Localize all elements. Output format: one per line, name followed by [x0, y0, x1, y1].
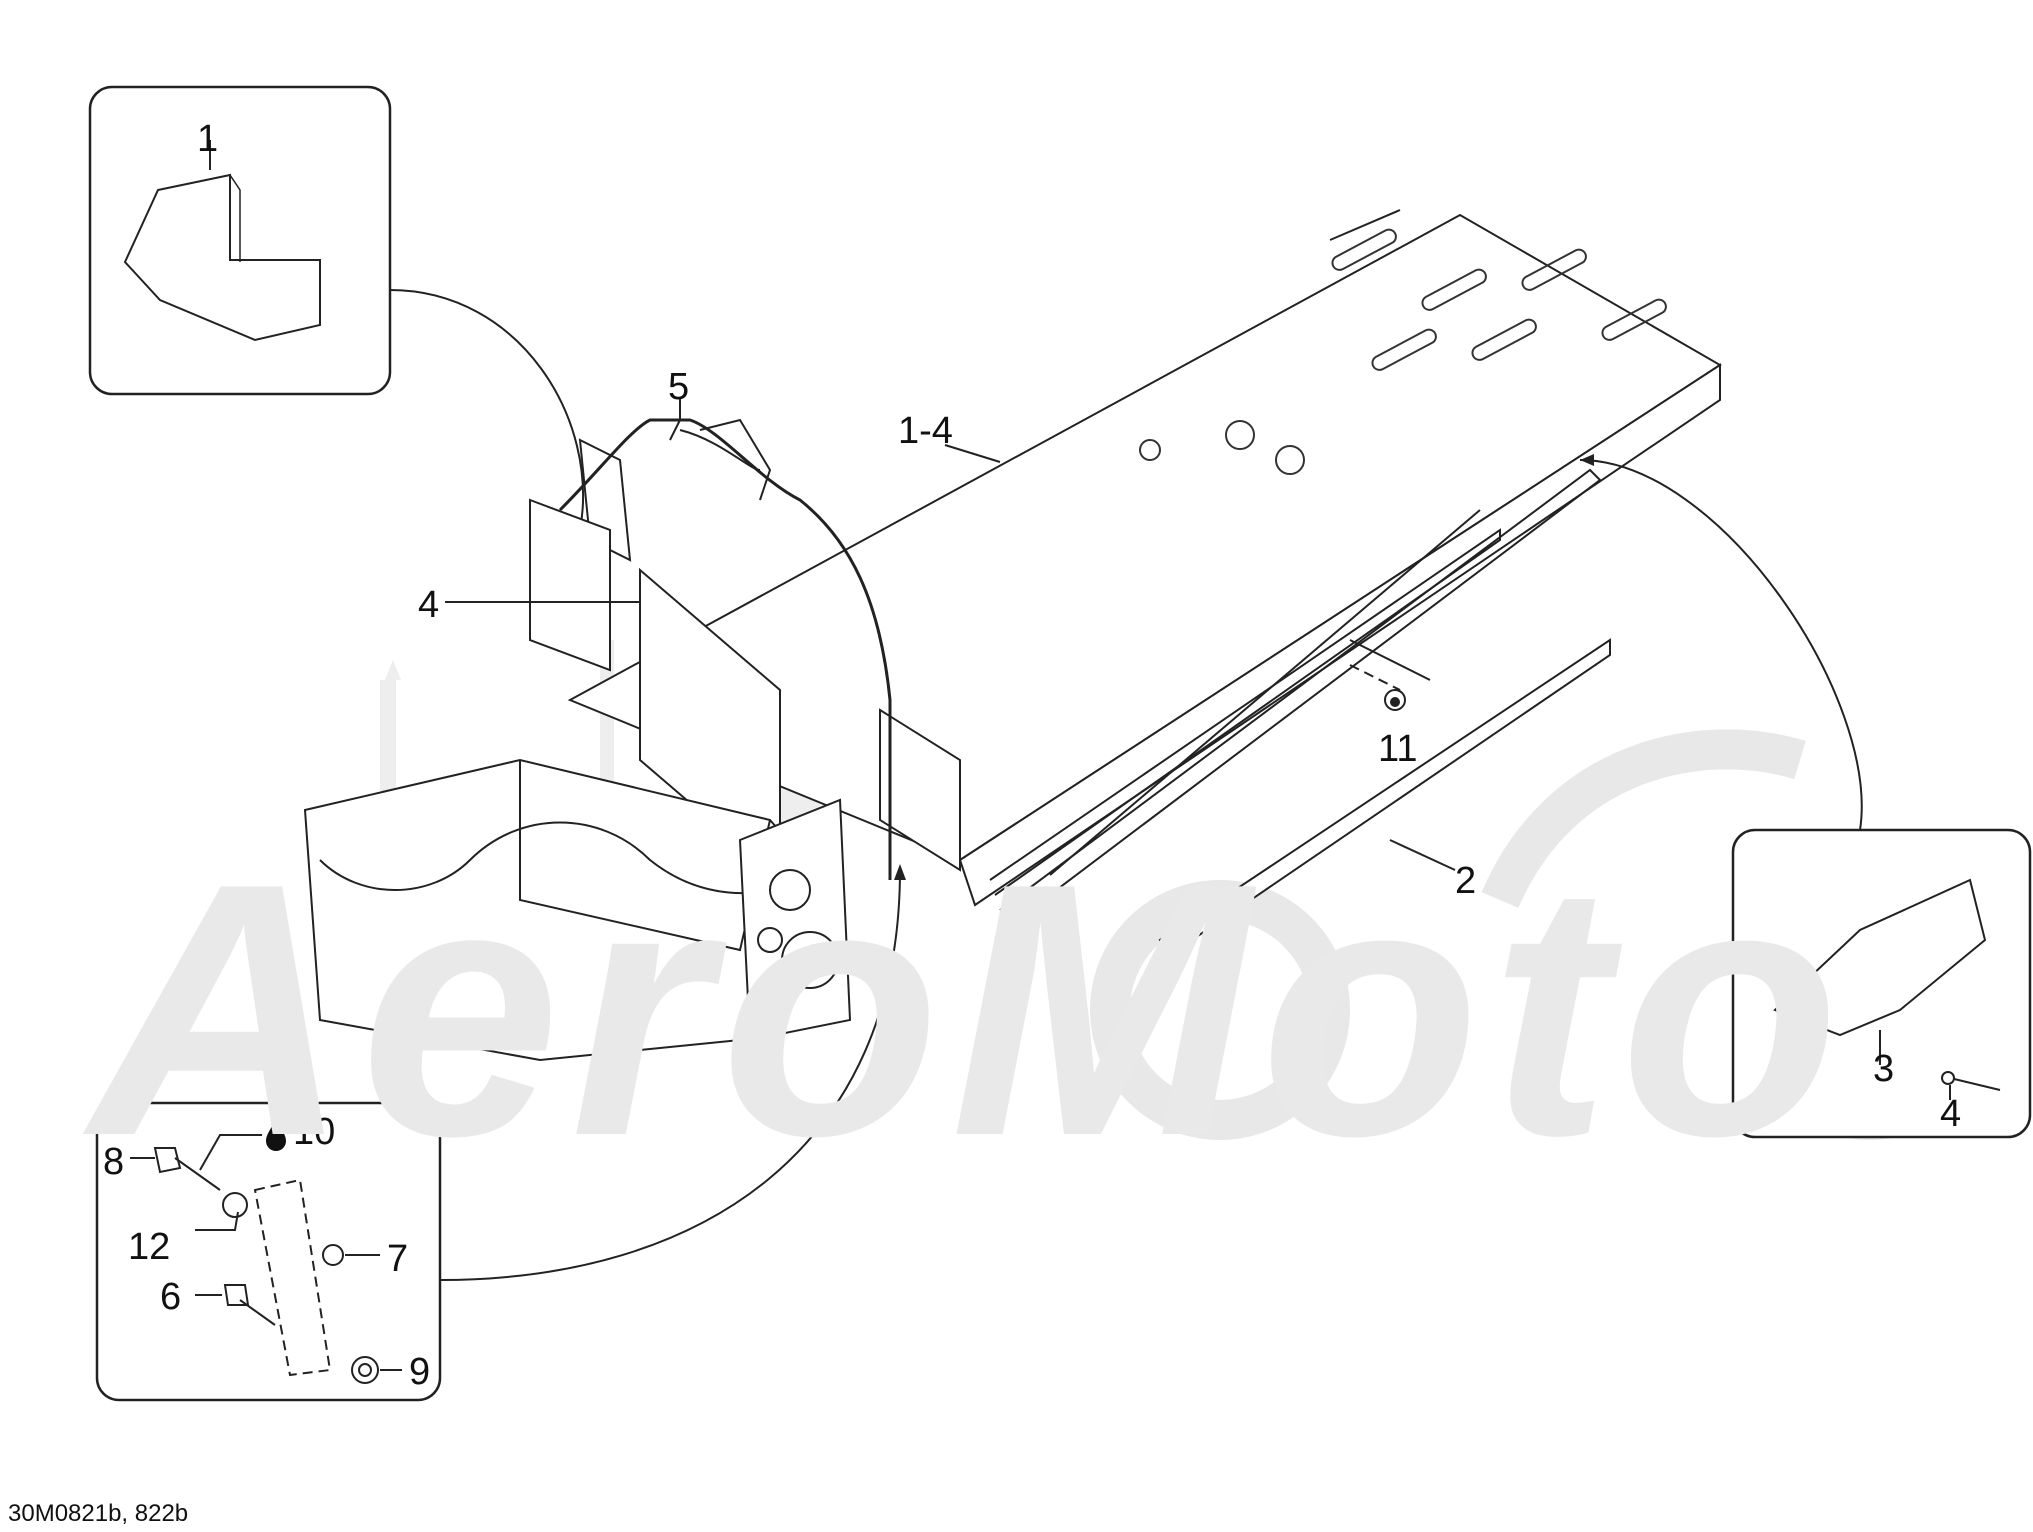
leader-bottom-left — [439, 869, 901, 1281]
callout-inset-bottom-locknut: 9 — [409, 1351, 431, 1393]
callout-inset-right-rivet: 4 — [1940, 1093, 1962, 1135]
watermark-text: AeroMoto — [90, 809, 1850, 1211]
callout-plug: 11 — [1378, 728, 1418, 770]
callout-inset-bottom-fluid: 10 — [293, 1111, 336, 1153]
callout-inset-bottom-washer: 12 — [128, 1226, 171, 1268]
callout-plate: 4 — [418, 584, 440, 626]
callout-inset-top-left: 1 — [197, 118, 219, 160]
callout-inset-bottom-screw: 6 — [160, 1276, 182, 1318]
leader-top-left — [389, 289, 585, 531]
callout-inset-bottom-bolt: 8 — [103, 1141, 125, 1183]
inset-panel-top-left — [88, 85, 392, 396]
callout-inset-bottom-nut: 7 — [387, 1238, 409, 1280]
callout-right-tube: 5 — [668, 366, 690, 408]
drawing-code: 30M0821b, 822b — [8, 1500, 189, 1527]
callout-frame: 1-4 — [898, 410, 953, 452]
callout-runner: 2 — [1455, 860, 1477, 902]
callout-leaders — [445, 398, 1456, 871]
fluid-drop-icon — [266, 1118, 286, 1151]
runner-rails — [989, 468, 1611, 957]
inset-panel-bottom-left — [95, 1101, 442, 1402]
leader-right — [1579, 459, 1863, 831]
callout-inset-right-plate: 3 — [1873, 1048, 1895, 1090]
plug-part — [1384, 689, 1406, 711]
inset-panel-right — [1731, 828, 2032, 1139]
